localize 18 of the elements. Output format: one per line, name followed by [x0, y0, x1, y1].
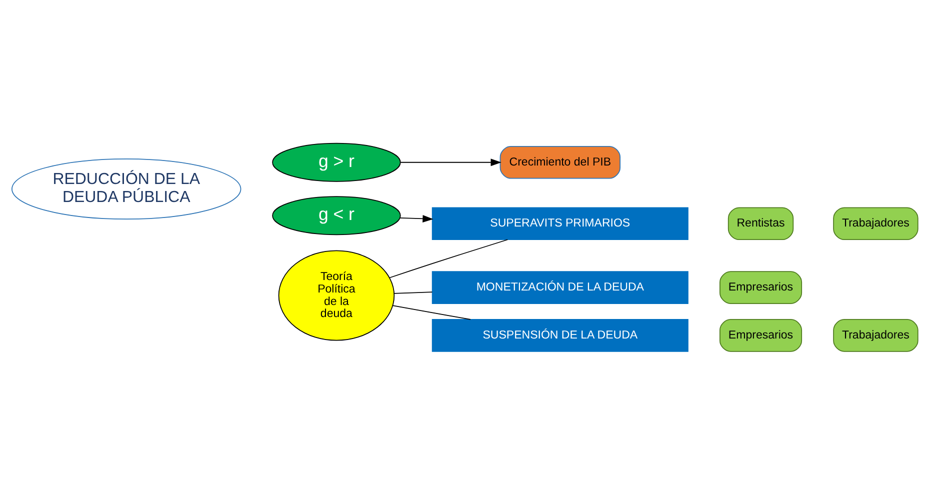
node-box: SUSPENSIÓN DE LA DEUDA: [432, 319, 688, 352]
node-box: MONETIZACIÓN DE LA DEUDA: [432, 271, 688, 304]
connector: [389, 239, 508, 278]
node-ellipse: g > r: [272, 142, 401, 182]
node-box: Empresarios: [719, 271, 802, 304]
arrow: [400, 214, 434, 222]
node-ellipse: Teoría Política de la deuda: [278, 250, 395, 341]
node-ellipse: g < r: [272, 196, 401, 236]
connector: [394, 292, 433, 294]
node-box: SUPERAVITS PRIMARIOS: [432, 207, 688, 240]
node-box: Empresarios: [719, 319, 802, 352]
node-box: Rentistas: [728, 207, 794, 240]
arrow: [400, 158, 502, 166]
node-box: Crecimiento del PIB: [500, 146, 621, 179]
node-box: Trabajadores: [833, 207, 918, 240]
node-ellipse: REDUCCIÓN DE LA DEUDA PÚBLICA: [12, 158, 242, 220]
connector: [392, 305, 471, 320]
node-box: Trabajadores: [833, 319, 918, 352]
